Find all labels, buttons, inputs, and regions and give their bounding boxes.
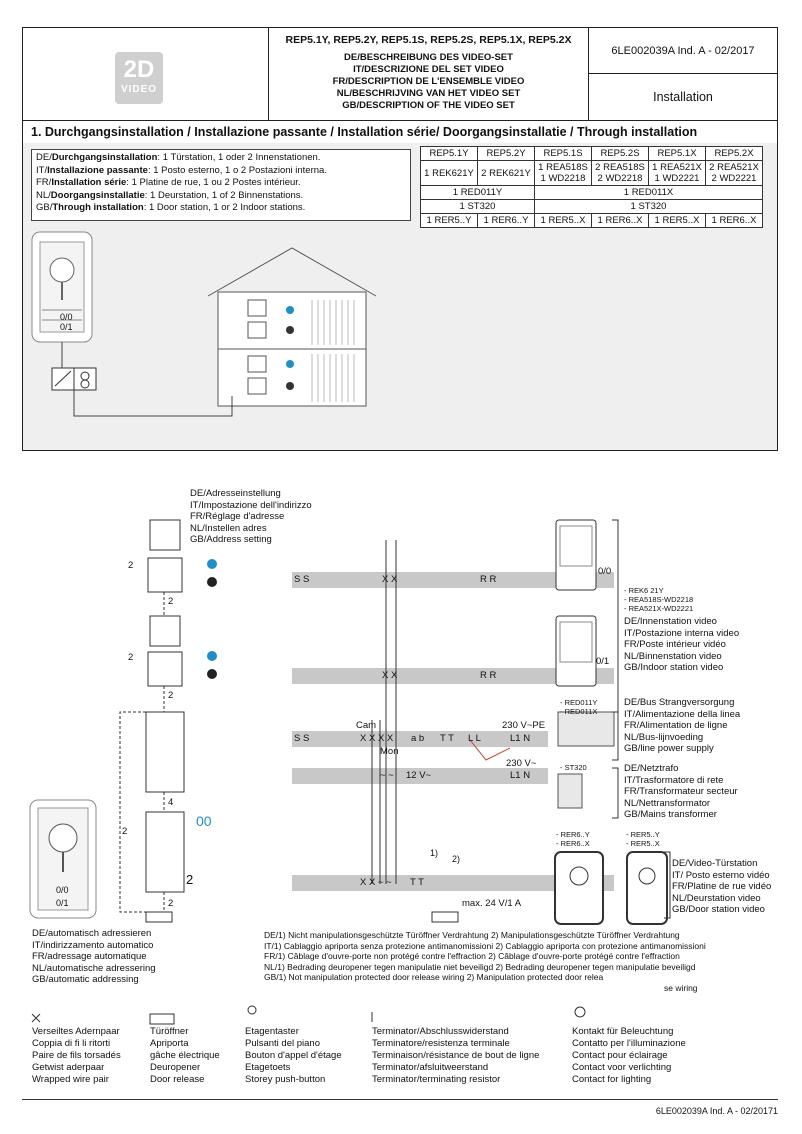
desc-line: FR/Installation série: 1 Platine de rue,…: [36, 177, 301, 188]
max-rating: max. 24 V/1 A: [462, 898, 522, 909]
wire-count: 4: [168, 797, 174, 808]
wire-count: 2: [128, 652, 134, 663]
terminal-ab: a b: [411, 733, 425, 744]
door-station-illustration: [31, 231, 93, 343]
cam-label: Cam: [356, 720, 377, 731]
ref-cell: 6LE002039A Ind. A - 02/2017 Installation: [589, 28, 777, 120]
door-release-icon: [149, 1013, 175, 1025]
installation-description: DE/Durchgangsinstallation: 1 Türstation,…: [31, 149, 411, 221]
terminal-tilde: ~ ~: [380, 770, 394, 781]
twisted-pair-icon: [31, 1013, 41, 1023]
wire-count: 2: [186, 872, 194, 887]
mon-label: Mon: [380, 746, 399, 757]
push-button-icon: [247, 1005, 257, 1015]
desc-line: DE/Durchgangsinstallation: 1 Türstation,…: [36, 152, 321, 163]
address-display: 00: [196, 813, 212, 829]
power-supply-units: [557, 711, 615, 809]
riser-wires: [371, 540, 397, 884]
wire-count: 2: [122, 826, 128, 837]
panel-address-0: 0/0: [56, 885, 69, 895]
terminal-ss: S S: [294, 733, 310, 744]
table-header-row: REP5.1Y REP5.2Y REP5.1S REP5.2S REP5.1X …: [420, 146, 763, 161]
red-wire: [469, 739, 511, 761]
footer-doc-ref: 6LE002039A Ind. A - 02/20171: [655, 1106, 778, 1116]
document-header: 2D VIDEO REP5.1Y, REP5.2Y, REP5.1S, REP5…: [22, 27, 778, 121]
desc-line: IT/Installazione passante: 1 Posto ester…: [36, 164, 327, 176]
wiring-notes: DE/1) Nicht manipulationsgeschützte Türö…: [264, 930, 706, 993]
desc-line: NL/Doorgangsinstallatie: 1 Deurstation, …: [36, 189, 304, 201]
terminal-xx-tilde: X X ~ ~: [360, 877, 392, 888]
doc-reference: 6LE002039A Ind. A - 02/2017: [589, 28, 777, 74]
indoor-address-1: 0/1: [596, 656, 610, 667]
footnote-1: 1): [430, 848, 439, 858]
title-cell: REP5.1Y, REP5.2Y, REP5.1S, REP5.2S, REP5…: [269, 28, 589, 120]
set-description: DE/BESCHREIBUNG DES VIDEO-SET IT/DESCRIZ…: [332, 52, 525, 111]
table-row: 1 ST320 1 ST320: [420, 199, 763, 214]
wiring-section1: [61, 342, 233, 417]
left-column-wiring: [119, 592, 165, 913]
kit-models-label: - REK6 21Y - REA518S-WD2218 - REA521X-WD…: [624, 586, 694, 613]
voltage-230: 230 V~: [506, 758, 537, 769]
door-stations-photo: [554, 851, 668, 925]
doc-category: Installation: [653, 90, 713, 104]
door-station-label: DE/Video-Türstation IT/ Posto esterno vi…: [672, 858, 772, 915]
wire-count: 2: [168, 690, 174, 701]
wire-count: 2: [128, 560, 134, 571]
terminal-rr: R R: [480, 670, 497, 681]
bus-supply-label: DE/Bus Strangversorgung IT/Alimentazione…: [624, 697, 741, 754]
logo-cell: 2D VIDEO: [23, 28, 269, 120]
terminal-tt: T T: [440, 733, 454, 744]
terminator-icons: [145, 911, 459, 923]
left-column-devices: [145, 519, 185, 893]
table-row: 1 REK621Y 2 REK621Y 1 REA518S 1 WD2218 2…: [420, 160, 763, 186]
kit-contents-table: REP5.1Y REP5.2Y REP5.1S REP5.2S REP5.1X …: [420, 146, 763, 228]
voltage-12: 12 V~: [406, 770, 432, 781]
brackets: [612, 519, 671, 919]
door-station-large: [29, 799, 97, 919]
address-setting-label: DE/Adresseinstellung IT/Impostazione del…: [190, 488, 312, 545]
terminal-tt: T T: [410, 877, 424, 888]
blue-address-icons: [207, 559, 217, 679]
voltage-230pe: 230 V~PE: [502, 720, 546, 731]
wire-count: 2: [168, 596, 174, 607]
legend-icons: [31, 1005, 586, 1025]
section-title: 1. Durchgangsinstallation / Installazion…: [23, 121, 777, 143]
model-list: REP5.1Y, REP5.2Y, REP5.1S, REP5.2S, REP5…: [285, 34, 572, 46]
terminal-xx: X X: [382, 574, 398, 585]
terminal-ll: L L: [468, 733, 481, 744]
transformer-model: - ST320: [560, 763, 587, 772]
terminal-xxxx: X X X X: [360, 733, 394, 744]
footnote-2: 2): [452, 854, 461, 864]
terminal-l1n: L1 N: [510, 733, 531, 744]
status-icons: [286, 306, 294, 390]
bus-supply-models: - RED011Y - RED011X: [560, 698, 598, 716]
panel-address-0: 0/0: [60, 312, 73, 322]
transformer-label: DE/Netztrafo IT/Trasformatore di rete FR…: [624, 763, 738, 820]
auto-addressing-label: DE/automatisch adressieren IT/indirizzam…: [32, 928, 156, 985]
wire-count: 2: [168, 898, 174, 909]
terminal-xx: X X: [382, 670, 398, 681]
table-row: 1 RER5..Y 1 RER6..Y 1 RER5..X 1 RER6..X …: [420, 213, 763, 228]
door-models-right: - RER5..Y - RER5..X: [626, 830, 660, 848]
lighting-contact-icon: [574, 1006, 586, 1018]
terminal-rr: R R: [480, 574, 497, 585]
panel-address-1: 0/1: [56, 898, 69, 908]
indoor-station-label: DE/Innenstation video IT/Postazione inte…: [624, 616, 740, 673]
indoor-address-0: 0/0: [598, 566, 612, 577]
panel-address-1: 0/1: [60, 322, 73, 332]
power-supply-box: [51, 367, 97, 391]
desc-line: GB/Through installation: 1 Door station,…: [36, 202, 306, 213]
terminal-ss: S S: [294, 574, 310, 585]
terminal-l1n: L1 N: [510, 770, 531, 781]
page-footer: 6LE002039A Ind. A - 02/20171: [22, 1099, 778, 1116]
2d-video-logo: 2D VIDEO: [115, 52, 163, 104]
door-models-left: - RER6..Y - RER6..X: [556, 830, 590, 848]
indoor-monitors: [555, 519, 597, 687]
